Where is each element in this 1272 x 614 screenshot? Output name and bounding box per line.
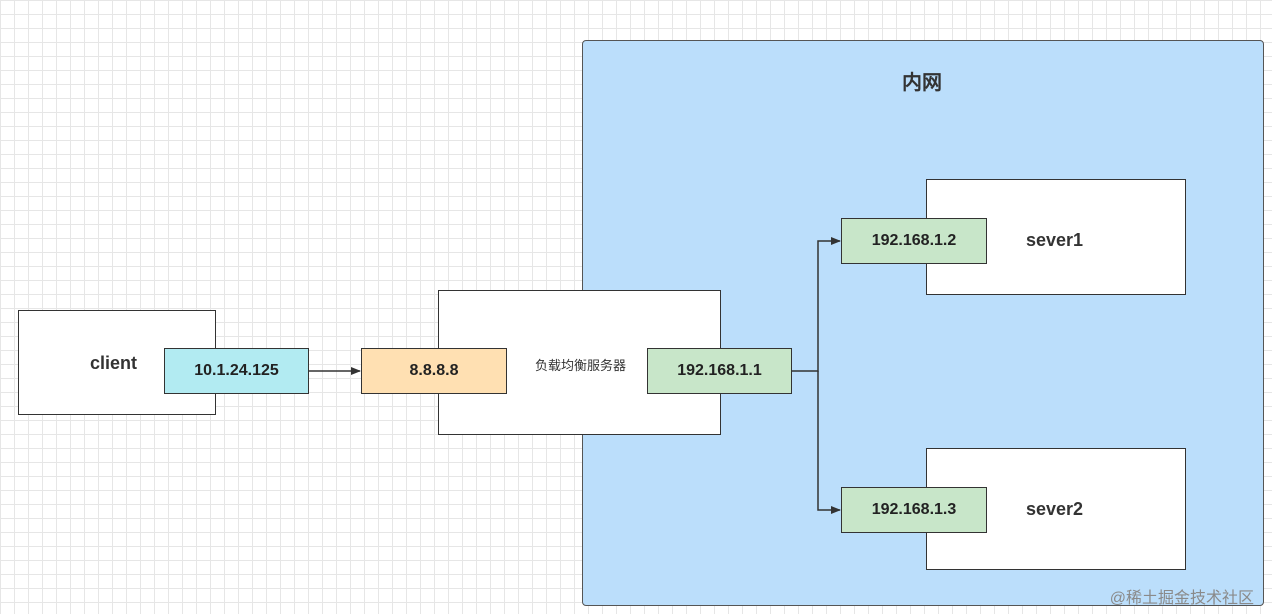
lb-to-server1-arrow — [792, 237, 841, 372]
server2-ip-tag: 192.168.1.3 — [841, 487, 987, 533]
server1-label: sever1 — [1026, 230, 1084, 250]
client-label: client — [90, 353, 138, 373]
load-balancer-label: 负载均衡服务器 — [535, 358, 627, 373]
lb-to-server2-arrow — [817, 371, 841, 514]
intranet-label: 内网 — [902, 72, 942, 94]
server1-ip-tag: 192.168.1.2 — [841, 218, 987, 264]
client-ip-tag: 10.1.24.125 — [164, 348, 309, 394]
lb-public-ip-tag: 8.8.8.8 — [361, 348, 507, 394]
watermark: @稀土掘金技术社区 — [1109, 590, 1254, 607]
server2-label: sever2 — [1026, 499, 1084, 519]
lb-private-ip-tag: 192.168.1.1 — [647, 348, 792, 394]
